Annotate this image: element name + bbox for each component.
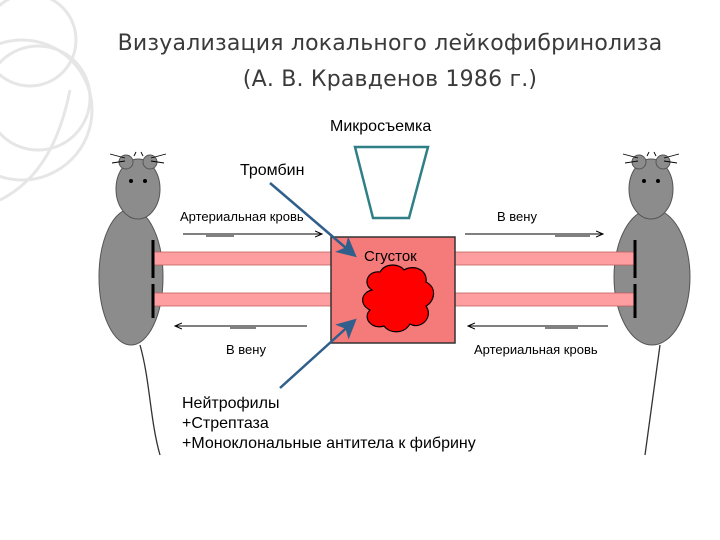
title-line-1: Визуализация локального лейкофибринолиза [117,31,663,56]
thrombin-label: Тромбин [240,162,305,179]
background-swirl [0,0,94,202]
arterial-blood-left-label: Артериальная кровь [180,209,304,224]
flow-arrows [175,234,608,328]
neutrophil-arrow [279,318,357,389]
microscopy-label: Микросъемка [330,118,432,135]
vessel-clamps [151,240,637,318]
microscope-lens-icon [353,145,430,220]
right-rat-icon [613,151,691,456]
injection-list: Нейтрофилы +Стрептаза +Моноклональные ан… [182,394,476,454]
injection-neutrophils: Нейтрофилы [182,395,280,412]
to-vein-left-label: В вену [226,342,266,357]
injection-antibodies: +Моноклональные антитела к фибрину [182,435,476,452]
title-line-2: (А. В. Кравденов 1986 г.) [242,67,538,92]
clot-label: Сгусток [364,248,417,265]
to-vein-right-label: В вену [497,209,537,224]
injection-streptase: +Стрептаза [182,415,269,432]
slide-title: Визуализация локального лейкофибринолиза… [80,26,700,98]
arterial-blood-right-label: Артериальная кровь [474,342,598,357]
thrombin-arrow [269,182,357,258]
left-rat-icon [98,151,167,456]
clot-icon [362,264,435,333]
